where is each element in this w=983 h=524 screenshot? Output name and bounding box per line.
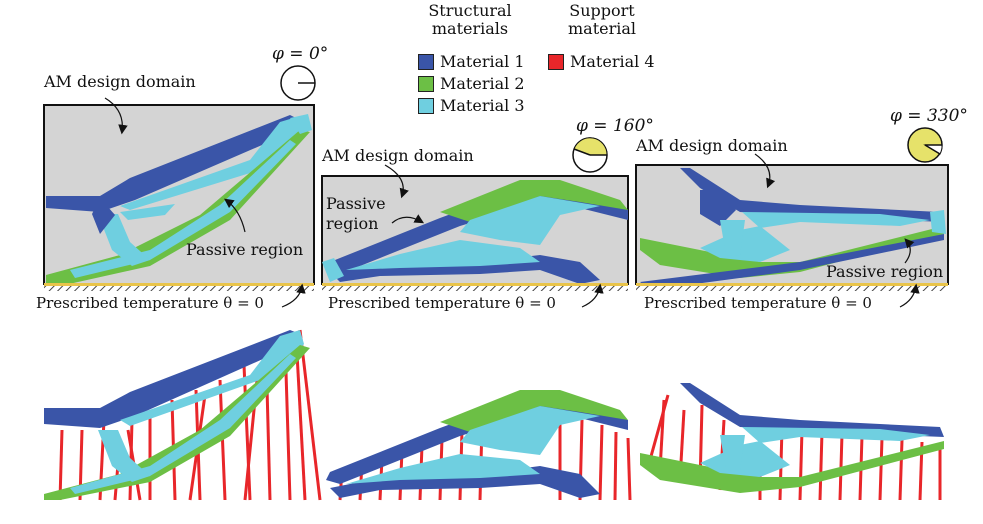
- passive-label-3: Passive region: [826, 262, 944, 281]
- printed-part-2: [326, 390, 632, 501]
- domain-arrow-1: [104, 97, 128, 135]
- structure-3: [640, 168, 946, 290]
- temperature-arrow-2: [581, 283, 604, 308]
- phi-label-3: φ = 330°: [890, 106, 968, 126]
- passive-arrow-2: [391, 214, 425, 224]
- phi-dial-3: [907, 127, 943, 163]
- legend-label-material-1: Material 1: [440, 52, 525, 71]
- printed-part-1: [44, 329, 322, 501]
- panel-3: [635, 127, 949, 308]
- legend-item-material-2: Material 2: [418, 74, 525, 93]
- legend-item-material-4: Material 4: [548, 52, 655, 71]
- legend-item-material-3: Material 3: [418, 96, 525, 115]
- swatch-material-3: [418, 97, 434, 114]
- legend-label-material-3: Material 3: [440, 96, 525, 115]
- plate-1: [44, 283, 314, 286]
- passive-arrow-1: [224, 198, 246, 233]
- temperature-label-1: Prescribed temperature θ = 0: [36, 294, 264, 312]
- plate-3: [636, 283, 948, 286]
- legend-support-header: Support material: [547, 1, 657, 39]
- passive-label-1: Passive region: [186, 240, 304, 259]
- passive-arrow-3: [904, 238, 915, 264]
- temperature-arrow-1: [281, 283, 306, 308]
- domain-label-3: AM design domain: [636, 136, 788, 155]
- panel-2: [321, 137, 629, 308]
- domain-label-2: AM design domain: [322, 146, 474, 165]
- domain-arrow-3: [754, 153, 776, 189]
- structure-1: [46, 114, 312, 286]
- phi-dial-2: [572, 137, 608, 173]
- ground-hatch-3: [636, 286, 948, 291]
- legend-support-header-line-2: material: [567, 19, 637, 39]
- legend-label-material-4: Material 4: [570, 52, 655, 71]
- phi-label-1: φ = 0°: [272, 44, 329, 64]
- legend-support-header-line-1: Support: [569, 1, 635, 20]
- panel-1: [43, 65, 316, 308]
- temperature-label-2: Prescribed temperature θ = 0: [328, 294, 556, 312]
- swatch-material-4: [548, 53, 564, 70]
- printed-part-3: [640, 383, 944, 501]
- ground-hatch-2: [322, 286, 628, 291]
- passive-label-2-line-1: Passive: [326, 194, 386, 213]
- domain-arrow-2: [384, 164, 409, 199]
- swatch-material-2: [418, 75, 434, 92]
- plate-2: [322, 283, 628, 286]
- structure-2: [322, 180, 628, 284]
- phi-label-2: φ = 160°: [576, 116, 654, 136]
- legend-item-material-1: Material 1: [418, 52, 525, 71]
- phi-dial-1: [280, 65, 316, 101]
- ground-hatch-1: [44, 286, 314, 291]
- domain-label-1: AM design domain: [44, 72, 196, 91]
- passive-label-2-line-2: region: [326, 214, 379, 233]
- legend-structural-header-line-1: Structural: [428, 1, 512, 20]
- legend-structural-header: Structural materials: [410, 1, 530, 39]
- legend-label-material-2: Material 2: [440, 74, 525, 93]
- temperature-arrow-3: [899, 283, 920, 308]
- temperature-label-3: Prescribed temperature θ = 0: [644, 294, 872, 312]
- legend-structural-header-line-2: materials: [431, 19, 509, 39]
- swatch-material-1: [418, 53, 434, 70]
